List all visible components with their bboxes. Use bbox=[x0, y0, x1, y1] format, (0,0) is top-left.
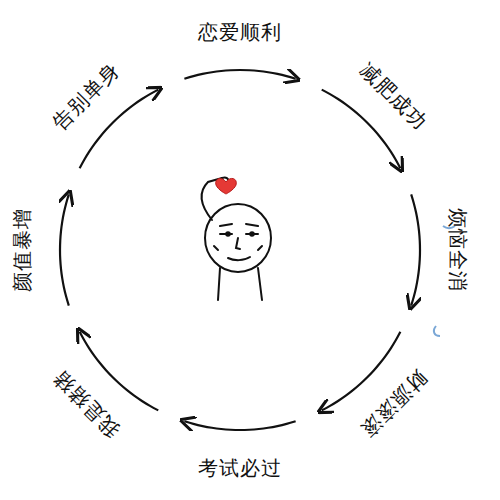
cycle-label: 颜值暴增 bbox=[11, 208, 33, 292]
cheek bbox=[258, 246, 262, 250]
label-holder: 颜值暴增 bbox=[11, 208, 33, 292]
meme-face bbox=[202, 178, 271, 300]
cycle-arrow bbox=[411, 194, 420, 305]
cycle-arrow bbox=[60, 194, 69, 305]
cycle-label: 恋爱顺利 bbox=[198, 21, 282, 43]
label-holder: 烦恼全消 bbox=[447, 208, 469, 292]
decor-mark bbox=[434, 326, 440, 336]
eye bbox=[246, 233, 258, 235]
heart bbox=[216, 178, 237, 194]
pupil bbox=[250, 232, 254, 236]
nose bbox=[236, 238, 240, 249]
cycle-arrow bbox=[184, 421, 295, 430]
eyebrow bbox=[220, 224, 232, 226]
neck-line bbox=[218, 268, 220, 300]
eye bbox=[220, 233, 232, 235]
pupil bbox=[226, 232, 230, 236]
cycle-arrows bbox=[60, 70, 420, 430]
cycle-label: 考试必过 bbox=[198, 457, 282, 479]
label-holder: 考试必过 bbox=[198, 457, 282, 479]
cycle-label: 烦恼全消 bbox=[447, 208, 469, 292]
cheek bbox=[214, 246, 218, 250]
mouth bbox=[228, 257, 250, 260]
head bbox=[205, 204, 271, 272]
neck-line bbox=[258, 268, 262, 300]
eyebrow bbox=[246, 224, 258, 226]
cycle-arrow bbox=[184, 70, 295, 79]
label-holder: 恋爱顺利 bbox=[198, 21, 282, 43]
